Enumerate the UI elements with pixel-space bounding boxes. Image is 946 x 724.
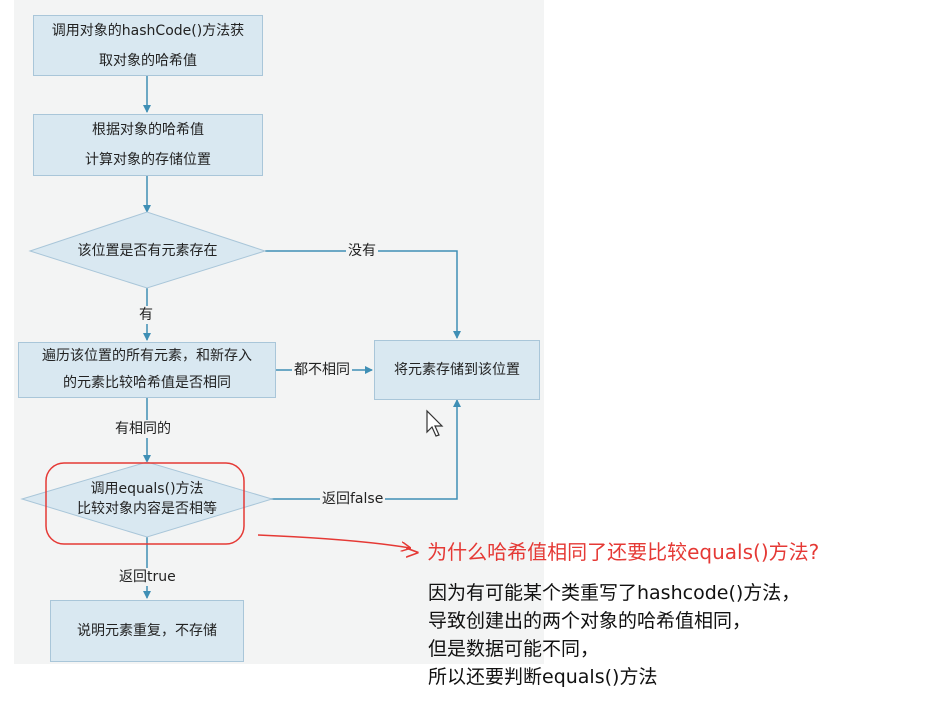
step-get-hashcode-line1: 调用对象的hashCode()方法获 [51,22,245,39]
step-traverse-line2: 的元素比较哈希值是否相同 [63,375,231,391]
decision-equals-shape [20,461,274,538]
step-traverse-compare: 遍历该位置的所有元素，和新存入 的元素比较哈希值是否相同 [18,342,276,398]
step-traverse-line1: 遍历该位置的所有元素，和新存入 [42,348,252,364]
annotation-answer-line2: 导致创建出的两个对象的哈希值相同， [428,610,752,632]
step-get-hashcode-line2: 取对象的哈希值 [99,52,197,69]
step-duplicate-skip: 说明元素重复，不存储 [50,600,244,662]
edge-label-return-false: 返回false [320,490,386,508]
edge-label-return-true: 返回true [117,568,178,586]
annotation-answer-line1: 因为有可能某个类重写了hashcode()方法， [428,582,801,604]
decision-equals-label: 调用equals()方法 比较对象内容是否相等 [22,479,272,519]
annotation-answer-line3: 但是数据可能不同， [428,638,600,660]
edge-label-yes: 有 [139,306,153,324]
edge-label-all-different: 都不相同 [292,361,352,379]
step-calc-position-line2: 计算对象的存储位置 [85,152,211,168]
step-calc-position: 根据对象的哈希值 计算对象的存储位置 [33,114,263,176]
step-store-element: 将元素存储到该位置 [374,340,540,400]
decision-equals-line1: 调用equals()方法 [90,481,204,497]
step-get-hashcode: 调用对象的hashCode()方法获 取对象的哈希值 [33,15,263,76]
annotation-question: > 为什么哈希值相同了还要比较equals()方法? [404,540,820,564]
step-duplicate-label: 说明元素重复，不存储 [77,623,217,639]
decision-equals-line2: 比较对象内容是否相等 [77,501,217,517]
step-calc-position-line1: 根据对象的哈希值 [92,122,204,138]
decision-exists-shape [28,211,267,289]
edge-label-has-same: 有相同的 [113,420,173,438]
edge-label-no: 没有 [346,242,378,260]
mouse-cursor-icon [426,409,444,437]
step-store-label: 将元素存储到该位置 [394,362,520,378]
highlight-pointer-arrow [257,534,410,548]
arrow-no-to-store [265,250,461,339]
highlight-ellipse [45,462,245,545]
decision-exists-label: 该位置是否有元素存在 [77,243,218,259]
annotation-answer-line4: 所以还要判断equals()方法 [428,666,658,688]
